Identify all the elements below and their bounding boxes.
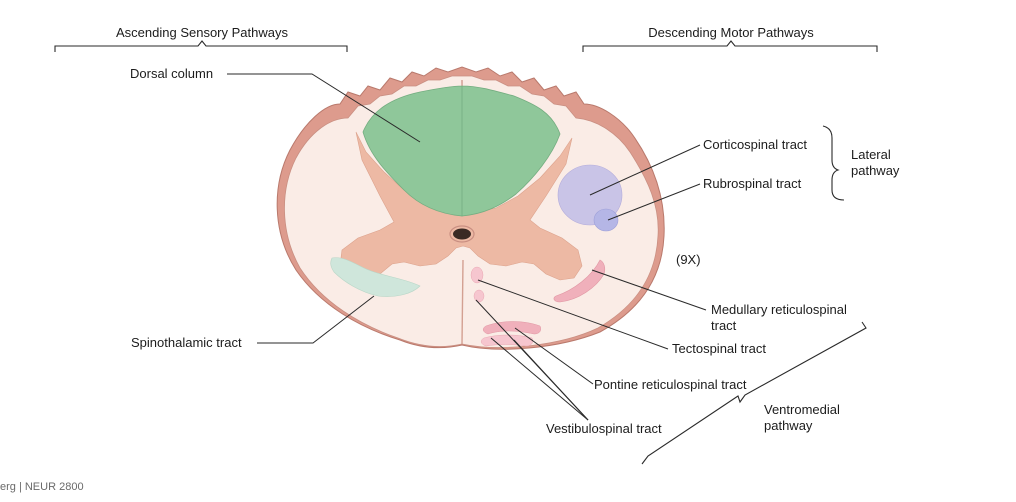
spinothalamic-tract-label: Spinothalamic tract [131,335,242,350]
corticospinal-tract-label: Corticospinal tract [703,137,807,152]
course-footer: erg | NEUR 2800 [0,481,84,493]
spinothalamic-leader [257,295,375,344]
gray-matter [339,131,583,283]
anterior-median-fissure [461,259,464,345]
pontine-reticulospinal-tract-label: Pontine reticulospinal tract [594,377,747,392]
tectospinal-region-lower [473,289,485,303]
rubrospinal-leader [607,183,701,221]
vestibulospinal-leader-b [490,337,589,421]
lateral-pathway-label-line2: pathway [851,163,900,178]
leader-lines [227,73,707,421]
vestibulospinal-region [481,334,533,347]
ascending-brace [54,40,348,52]
ventromedial-pathway-brace [641,321,867,465]
rubrospinal-tract-label: Rubrospinal tract [703,176,802,191]
ventromedial-pathway-label-line1: Ventromedial [764,402,840,417]
lateral-pathway-brace [822,125,845,201]
ascending-pathways-header: Ascending Sensory Pathways [116,25,288,40]
tectospinal-region [470,266,484,284]
vestibulospinal-leader-c [513,339,589,421]
spinal-cord-section [276,66,665,350]
dorsal-column-leader [227,73,421,143]
central-canal [453,228,471,240]
ventromedial-pathway-label-line2: pathway [764,418,813,433]
magnification-label: (9X) [676,252,701,267]
tectospinal-tract-label: Tectospinal tract [672,341,766,356]
dorsal-column-label: Dorsal column [130,66,213,81]
pontine-reticulospinal-leader [514,327,594,385]
lateral-pathway-label-line1: Lateral [851,147,891,162]
pontine-reticulospinal-region [483,321,541,335]
descending-pathways-header: Descending Motor Pathways [648,25,814,40]
central-canal-rim [449,225,475,243]
dorsal-column-region [362,85,561,217]
vestibulospinal-tract-label: Vestibulospinal tract [546,421,662,436]
spinothalamic-region [330,257,421,297]
medullary-reticulospinal-label-line1: Medullary reticulospinal [711,302,847,317]
corticospinal-leader [589,144,701,196]
descending-brace [582,40,878,52]
medullary-reticulospinal-leader [591,269,707,311]
tectospinal-leader [477,279,669,350]
medullary-reticulospinal-label-line2: tract [711,318,737,333]
rubrospinal-region [593,208,619,232]
